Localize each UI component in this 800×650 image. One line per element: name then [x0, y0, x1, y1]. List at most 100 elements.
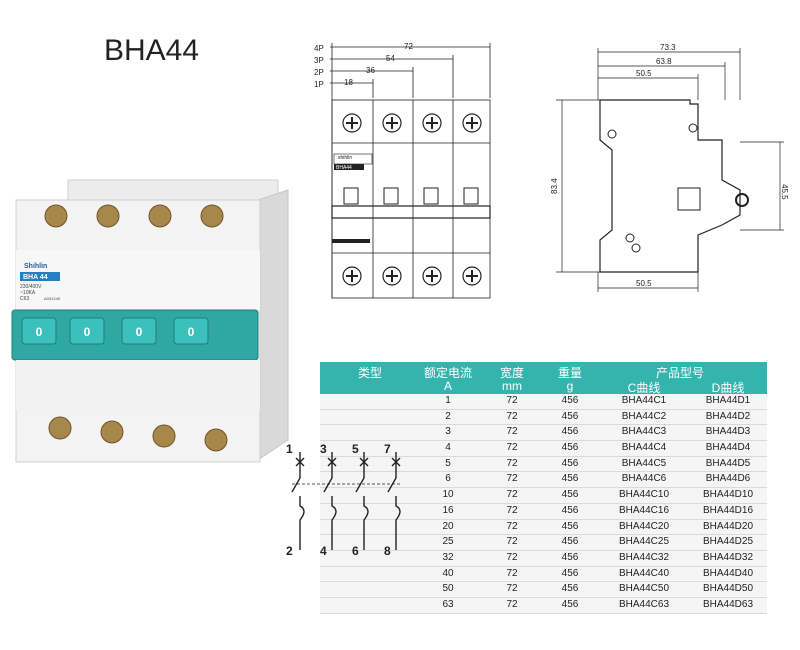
dim-value-36: 36	[366, 66, 375, 75]
header-d-curve: D曲线	[711, 381, 745, 395]
dim-value-54: 54	[386, 54, 395, 63]
photo-rating-2: ~10KA	[20, 290, 36, 296]
table-cell: 456	[561, 457, 579, 469]
side-dim-50-5-bottom: 50.5	[636, 279, 652, 288]
table-cell: 2	[445, 410, 451, 422]
dim-value-72: 72	[404, 42, 413, 51]
table-cell: 72	[506, 410, 518, 422]
toggle-handles: 0 0 0 0	[21, 317, 209, 345]
dim-label-1p: 1P	[314, 80, 324, 89]
photo-rating-1: 230/400V	[20, 284, 42, 290]
table-cell: BHA44D4	[705, 442, 751, 454]
header-weight: 重量	[557, 366, 582, 380]
pin-3: 3	[320, 442, 327, 456]
table-row: 1 72 456 BHA44C1 BHA44D1	[320, 394, 767, 410]
table-cell: 72	[506, 395, 518, 406]
pin-4: 4	[320, 544, 327, 558]
table-cell: 72	[506, 551, 518, 563]
table-cell: 456	[561, 442, 579, 454]
table-cell: BHA44D10	[702, 489, 754, 501]
table-header: 类型 额定电流 A 宽度 mm 重量 g 产品型号 C曲线 D曲线	[320, 362, 767, 395]
table-cell: 63	[442, 598, 454, 610]
photo-cert: A001249	[44, 296, 61, 301]
table-cell: BHA44D6	[705, 473, 751, 485]
table-cell: BHA44C10	[618, 489, 670, 501]
table-cell: 3	[445, 426, 451, 438]
front-dimension-drawing: 4P 3P 2P 1P 72 54 36 18 shihlin BHA44	[314, 42, 491, 299]
table-cell: 456	[561, 551, 579, 563]
table-cell: 25	[442, 536, 454, 548]
dim-label-2p: 2P	[314, 68, 324, 77]
table-cell: 72	[506, 426, 518, 438]
svg-text:0: 0	[136, 325, 143, 339]
svg-text:0: 0	[84, 325, 91, 339]
table-cell: 72	[506, 567, 518, 579]
table-cell: BHA44C2	[621, 410, 667, 422]
table-cell: 6	[445, 473, 451, 485]
table-cell: 456	[561, 395, 579, 406]
table-cell: 456	[561, 410, 579, 422]
header-weight-unit: g	[566, 379, 574, 393]
table-cell: BHA44C40	[618, 567, 670, 579]
table-cell: 456	[561, 473, 579, 485]
drawing-model: BHA44	[336, 165, 352, 171]
table-cell: BHA44C5	[621, 457, 667, 469]
side-dim-63-8: 63.8	[656, 57, 672, 66]
table-cell: 72	[506, 457, 518, 469]
bottom-terminal-screws	[48, 416, 228, 452]
table-cell: 456	[561, 520, 579, 532]
table-cell: 72	[506, 504, 518, 516]
table-cell: 4	[445, 442, 451, 454]
header-current: 额定电流	[423, 366, 472, 380]
table-cell: 32	[442, 551, 454, 563]
pin-2: 2	[286, 544, 293, 558]
header-c-curve: C曲线	[627, 381, 661, 395]
table-cell: 456	[561, 504, 579, 516]
table-cell: BHA44C1	[621, 395, 667, 406]
table-cell: BHA44D2	[705, 410, 751, 422]
table-cell: 456	[561, 426, 579, 438]
side-dim-45-5: 45.5	[780, 184, 789, 200]
table-cell: 72	[506, 583, 518, 595]
table-cell: BHA44C50	[618, 583, 670, 595]
top-terminal-screws	[44, 204, 224, 228]
table-cell: 40	[442, 567, 454, 579]
pin-5: 5	[352, 442, 359, 456]
table-cell: BHA44C16	[618, 504, 670, 516]
table-cell: BHA44D50	[702, 583, 754, 595]
table-cell: BHA44D25	[702, 536, 754, 548]
table-row: 50 72 456 BHA44C50 BHA44D50	[320, 582, 767, 598]
table-cell: 456	[561, 489, 579, 501]
pin-8: 8	[384, 544, 391, 558]
header-current-unit: A	[443, 379, 452, 393]
table-cell: BHA44D63	[702, 598, 754, 610]
table-cell: BHA44D32	[702, 551, 754, 563]
side-dim-73-3: 73.3	[660, 43, 676, 52]
dim-label-4p: 4P	[314, 44, 324, 53]
table-cell: BHA44C6	[621, 473, 667, 485]
table-cell: 456	[561, 567, 579, 579]
header-type: 类型	[357, 366, 382, 380]
table-cell: 50	[442, 583, 454, 595]
table-cell: 1	[445, 395, 451, 406]
svg-text:0: 0	[188, 325, 195, 339]
photo-model: BHA 44	[23, 274, 48, 281]
wiring-schematic: 1 3 5 7 2 4 6 8	[282, 440, 418, 560]
table-cell: BHA44D1	[705, 395, 751, 406]
page-title: BHA44	[104, 34, 200, 67]
table-cell: BHA44D5	[705, 457, 751, 469]
header-model: 产品型号	[655, 366, 704, 380]
table-cell: BHA44D3	[705, 426, 751, 438]
breaker-photo: 0 0 0 0 Shihlin BHA 44 230/400V ~10KA C6…	[11, 179, 289, 463]
table-cell: 456	[561, 583, 579, 595]
pin-7: 7	[384, 442, 391, 456]
photo-brand: Shihlin	[24, 263, 47, 270]
table-cell: BHA44C20	[618, 520, 670, 532]
table-cell: 72	[506, 598, 518, 610]
drawing-brand: shihlin	[338, 155, 352, 161]
